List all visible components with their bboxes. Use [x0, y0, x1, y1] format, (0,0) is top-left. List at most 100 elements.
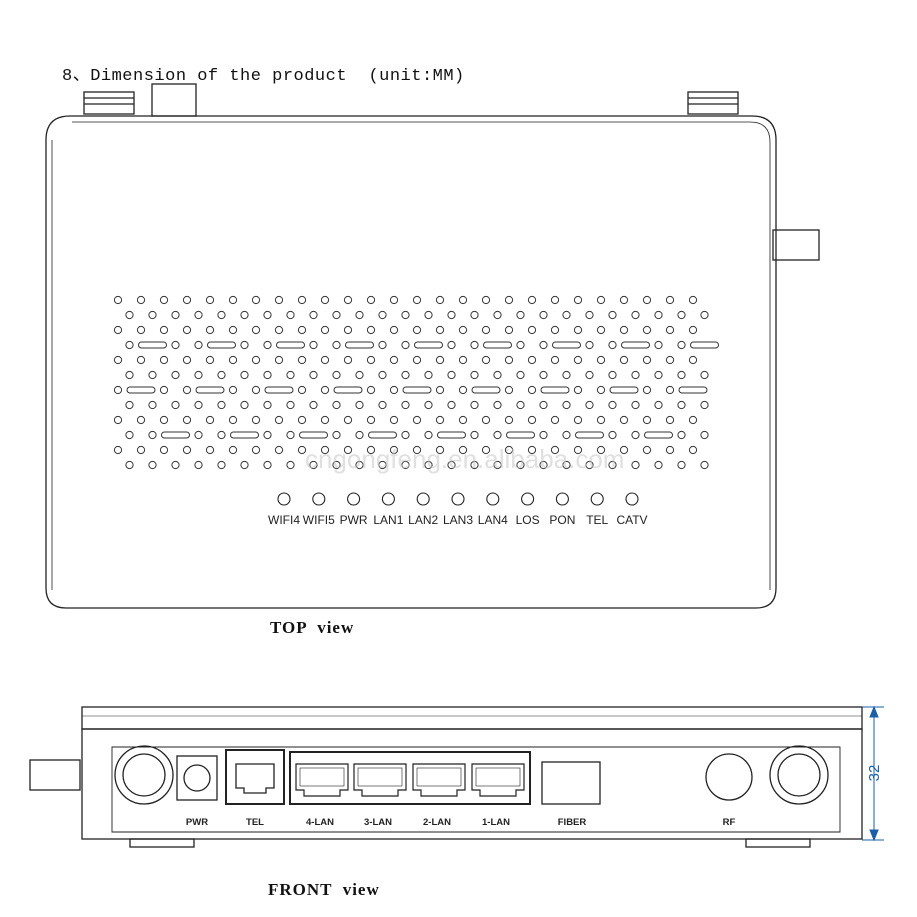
vent-hole: [378, 460, 387, 470]
vent-hole: [596, 355, 606, 365]
led-label-catv: CATV: [616, 513, 647, 527]
vent-hole: [412, 445, 422, 455]
vent-hole: [378, 370, 387, 380]
vent-hole: [493, 310, 502, 320]
vent-hole: [125, 340, 134, 350]
vent-hole: [527, 415, 537, 425]
vent-hole: [389, 355, 399, 365]
front-side-connector: [29, 759, 81, 791]
vent-hole: [631, 430, 640, 440]
vent-hole: [550, 295, 560, 305]
led-los: [521, 492, 535, 506]
vent-hole: [194, 460, 203, 470]
vent-hole: [585, 310, 594, 320]
vent-hole: [516, 460, 525, 470]
top-view-device: [45, 83, 820, 609]
vent-hole: [412, 295, 422, 305]
vent-hole: [504, 355, 514, 365]
vent-hole: [573, 385, 583, 395]
vent-hole: [136, 295, 146, 305]
port-label-2-lan: 2-LAN: [423, 817, 451, 828]
vent-hole: [217, 460, 226, 470]
vent-hole: [274, 355, 284, 365]
vent-hole: [194, 400, 203, 410]
vent-hole: [228, 355, 238, 365]
vent-hole: [389, 415, 399, 425]
vent-hole: [148, 310, 157, 320]
vent-hole: [631, 370, 640, 380]
vent-hole: [171, 370, 180, 380]
watermark: cngongfeng.en.alibaba.com: [305, 444, 624, 474]
top-view-caption: TOP view: [270, 618, 355, 637]
vent-hole: [378, 340, 387, 350]
vent-hole: [688, 325, 698, 335]
vent-slot: [540, 386, 570, 394]
vent-hole: [297, 445, 307, 455]
vent-hole: [355, 370, 364, 380]
vent-hole: [608, 340, 617, 350]
vent-hole: [205, 325, 215, 335]
vent-hole: [217, 430, 226, 440]
vent-hole: [389, 445, 399, 455]
vent-hole: [136, 325, 146, 335]
vent-hole: [608, 430, 617, 440]
vent-hole: [700, 400, 709, 410]
vent-hole: [665, 295, 675, 305]
vent-hole: [251, 295, 261, 305]
led-pwr: [347, 492, 361, 506]
vent-hole: [688, 445, 698, 455]
vent-hole: [608, 310, 617, 320]
vent-hole: [585, 400, 594, 410]
vent-hole: [470, 460, 479, 470]
vent-slot: [552, 341, 581, 349]
vent-hole: [194, 340, 203, 350]
vent-hole: [286, 460, 295, 470]
vent-hole: [251, 325, 261, 335]
rf-connector: [705, 753, 753, 801]
vent-hole: [389, 385, 399, 395]
led-lan2: [416, 492, 430, 506]
vent-hole: [665, 385, 675, 395]
vent-hole: [493, 400, 502, 410]
vent-hole: [159, 445, 169, 455]
vent-hole: [148, 370, 157, 380]
port-label-tel: TEL: [246, 817, 264, 828]
vent-hole: [389, 295, 399, 305]
vent-hole: [274, 325, 284, 335]
vent-hole: [309, 310, 318, 320]
led-catv: [625, 492, 639, 506]
lan-port-inner: [475, 767, 521, 787]
vent-hole: [366, 415, 376, 425]
vent-hole: [550, 445, 560, 455]
vent-hole: [412, 325, 422, 335]
led-tel: [590, 492, 604, 506]
vent-hole: [435, 415, 445, 425]
vent-hole: [159, 355, 169, 365]
vent-slot: [575, 431, 604, 439]
vent-hole: [516, 340, 525, 350]
vent-hole: [148, 460, 157, 470]
height-dimension-value: 32: [866, 765, 883, 782]
vent-hole: [251, 445, 261, 455]
vent-hole: [182, 445, 192, 455]
vent-slot: [483, 341, 512, 349]
vent-hole: [539, 400, 548, 410]
vent-slot: [138, 341, 167, 349]
vent-hole: [286, 430, 295, 440]
vent-hole: [562, 370, 571, 380]
front-view-caption: FRONT view: [268, 880, 380, 899]
vent-hole: [355, 310, 364, 320]
vent-hole: [274, 445, 284, 455]
vent-hole: [504, 295, 514, 305]
vent-hole: [228, 295, 238, 305]
dimension-heading: 8、Dimension of the product (unit:MM): [62, 67, 465, 86]
vent-hole: [159, 385, 169, 395]
vent-hole: [366, 445, 376, 455]
vent-hole: [631, 400, 640, 410]
vent-slot: [690, 341, 719, 349]
front-port-labels: PWR TEL 4-LAN 3-LAN 2-LAN 1-LAN FIBER RF: [186, 817, 736, 828]
vent-slot: [678, 386, 708, 394]
lan-port-2: [412, 763, 466, 797]
port-label-4-lan: 4-LAN: [306, 817, 334, 828]
vent-hole: [424, 310, 433, 320]
